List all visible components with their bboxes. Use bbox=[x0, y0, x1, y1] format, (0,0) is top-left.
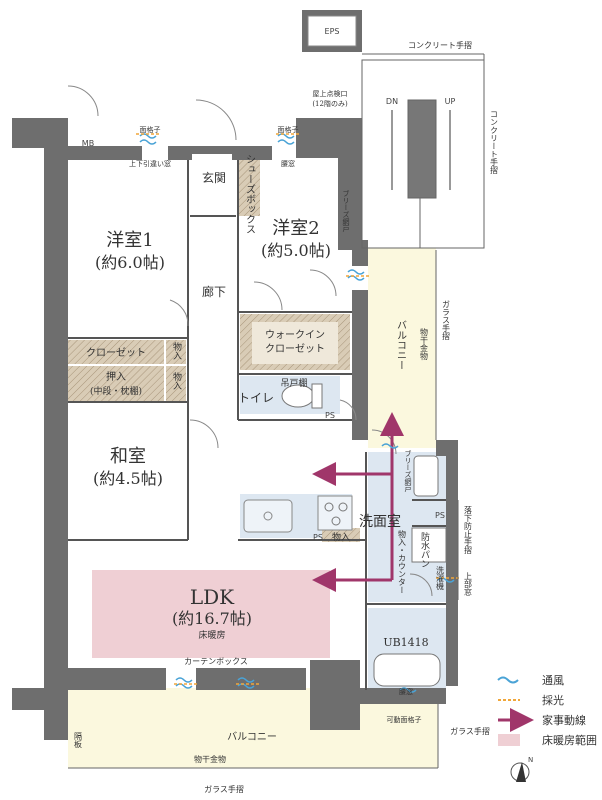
compass-icon bbox=[510, 762, 530, 782]
counter-label: 物入・カウンター bbox=[398, 529, 407, 594]
room-toilet: トイレ bbox=[238, 391, 274, 405]
fall-prevention-label: 落下防止手摺 bbox=[464, 505, 473, 555]
waist-window-label: 腰窓 bbox=[281, 159, 295, 168]
glass-railing-bottom-label: ガラス手摺 bbox=[204, 784, 244, 794]
balcony-side-label: バルコニー bbox=[395, 320, 407, 370]
daylight-marks bbox=[136, 133, 460, 685]
ldk-floorheat-area bbox=[92, 570, 330, 658]
shoes-box-label: シューズボックス bbox=[244, 154, 256, 234]
stove bbox=[317, 495, 353, 531]
partitions bbox=[68, 160, 446, 690]
room-ldk-floorheat: 床暖房 bbox=[198, 629, 225, 641]
oshiire-title: 押入 bbox=[106, 370, 126, 383]
legend-vent-label: 通風 bbox=[542, 674, 564, 687]
glass-railing-bottom-right-label: ガラス手摺 bbox=[450, 726, 490, 736]
concrete-railing-top-text: コンクリート手摺 bbox=[408, 40, 472, 50]
eps-label: EPS bbox=[325, 27, 340, 36]
sink bbox=[243, 499, 293, 533]
toilet-tank bbox=[311, 383, 323, 409]
room-japanese-name: 和室 bbox=[110, 446, 146, 467]
north-label: N bbox=[528, 756, 533, 764]
room-japanese-size: (約4.5帖) bbox=[93, 469, 163, 488]
storage1-hatch bbox=[166, 340, 186, 364]
bath-window-label: 腰窓 bbox=[399, 687, 413, 696]
legend-heat-icon bbox=[498, 734, 520, 746]
lattice-left-label: 面格子 bbox=[140, 125, 161, 134]
storage1-label: 物入 bbox=[171, 341, 182, 360]
legend-heat-label: 床暖房範囲 bbox=[542, 733, 597, 747]
room-bath: UB1418 bbox=[383, 636, 428, 649]
wic-label-1: ウォークイン bbox=[265, 329, 325, 341]
room-ldk-size: (約16.7帖) bbox=[172, 609, 252, 628]
room-western2-size: (約5.0帖) bbox=[261, 241, 331, 260]
glass-railing-right-label: ガラス手摺 bbox=[442, 300, 451, 341]
waterproof-pan-label: 防水パン bbox=[419, 531, 430, 568]
storage3-hatch bbox=[322, 528, 360, 542]
railings bbox=[68, 53, 485, 769]
movable-lattice-label: 可動面格子 bbox=[387, 715, 422, 724]
room-ldk-name: LDK bbox=[190, 585, 235, 609]
washing-machine-label: 洗濯機 bbox=[436, 565, 445, 591]
storage2-label: 物入 bbox=[171, 371, 182, 390]
doors bbox=[67, 85, 433, 597]
room-entrance: 玄関 bbox=[202, 170, 226, 185]
storage3-label: 物入 bbox=[332, 531, 350, 543]
entrance-note-2: (12階のみ) bbox=[312, 99, 348, 108]
curtain-box-label: カーテンボックス bbox=[184, 657, 248, 666]
laundry-rack-side-label: 物干金物 bbox=[420, 327, 429, 361]
wic-inner bbox=[252, 322, 338, 364]
entrance-note-1: 屋上点検口 bbox=[313, 89, 348, 98]
mb-label: MB bbox=[82, 139, 94, 148]
lattice-right-label: 面格子 bbox=[278, 125, 299, 134]
room-corridor: 廊下 bbox=[202, 284, 226, 299]
up-label: UP bbox=[445, 97, 456, 106]
shoes-box-hatch bbox=[238, 152, 260, 216]
dn-label: DN bbox=[386, 97, 398, 106]
ps-label-3: PS bbox=[435, 511, 445, 520]
tsuritodana-label: 吊戸棚 bbox=[280, 377, 307, 389]
legend-light-label: 採光 bbox=[542, 693, 564, 707]
laundry-rack-bottom-label: 物干金物 bbox=[194, 754, 226, 764]
housework-path[interactable] bbox=[312, 412, 404, 592]
brief-vent-2-label: ブリーズ網戸 bbox=[404, 449, 412, 493]
washing-pan bbox=[411, 527, 447, 563]
balcony-bottom-label: バルコニー bbox=[227, 731, 277, 743]
room-western1-size: (約6.0帖) bbox=[95, 253, 165, 272]
brief-vent-1-label: ブリーズ網戸 bbox=[342, 189, 350, 233]
ps-label-2: PS bbox=[313, 533, 323, 542]
storage2-hatch bbox=[166, 366, 186, 402]
room-washroom: 洗面室 bbox=[359, 513, 401, 530]
oshiire-hatch bbox=[68, 366, 164, 402]
sink-drain bbox=[263, 511, 273, 521]
wic-label-2: クローゼット bbox=[265, 343, 325, 355]
concrete-railing-side-label: コンクリート手摺 bbox=[490, 110, 499, 175]
legend-vent-icon bbox=[497, 676, 519, 684]
vent-marks bbox=[139, 133, 455, 693]
legend-path-label: 家事動線 bbox=[542, 713, 586, 727]
staircase bbox=[361, 59, 485, 249]
bathtub bbox=[373, 653, 441, 687]
oshiire-detail: (中段・枕棚) bbox=[90, 385, 142, 397]
wash-basin bbox=[413, 455, 439, 497]
room-western1-name: 洋室1 bbox=[106, 230, 153, 251]
room-western2-name: 洋室2 bbox=[272, 218, 319, 239]
ps-label-1: PS bbox=[325, 411, 335, 420]
eps-box bbox=[307, 15, 357, 47]
closet-hatch bbox=[68, 340, 164, 364]
closet-label: クローゼット bbox=[86, 347, 146, 359]
partition-label: 隔板 bbox=[74, 732, 83, 749]
sliding-window-label: 上下引違い窓 bbox=[129, 159, 171, 168]
upper-vent-label: 上部窓 bbox=[464, 572, 473, 596]
